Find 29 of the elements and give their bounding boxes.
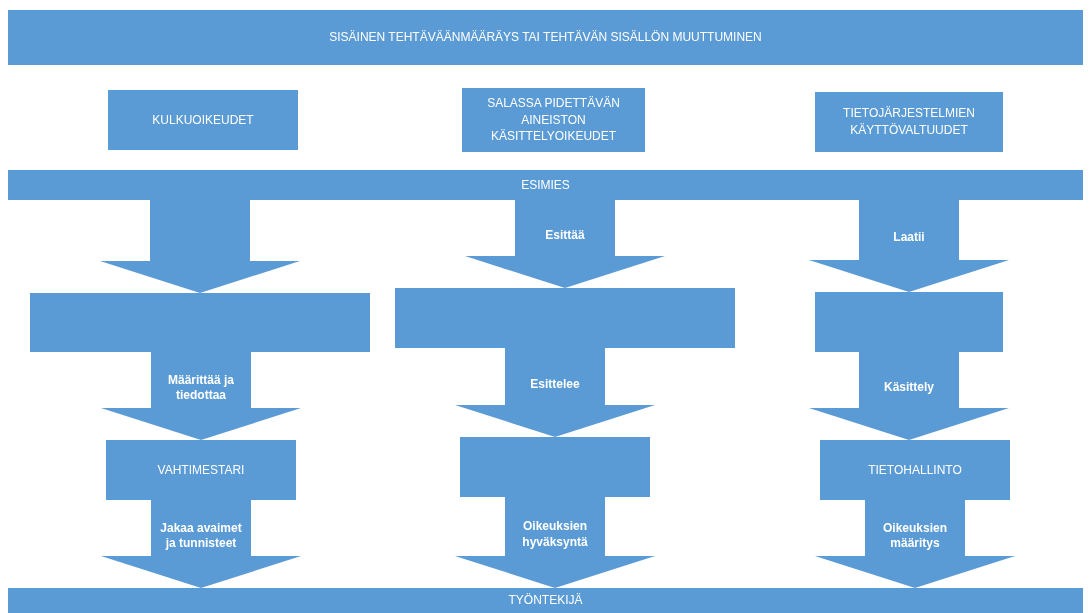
block-arrow (809, 352, 1009, 440)
process-box: SALASSA PIDETTÄVÄN AINEISTON KÄSITTELYOIKEUDET (462, 88, 645, 152)
edge-label: Käsittely (883, 380, 935, 396)
edge-label: Esittelee (529, 376, 581, 393)
process-box (30, 293, 370, 352)
edge-label: Jakaa avaimet ja tunnisteet (159, 520, 243, 552)
banner-box: SISÄINEN TEHTÄVÄÄNMÄÄRÄYS TAI TEHTÄVÄN SISÄLLÖN MUUTTUMINEN (8, 10, 1083, 65)
block-arrow (101, 500, 301, 588)
banner-box: TYÖNTEKIJÄ (8, 588, 1083, 613)
block-arrow (465, 200, 665, 288)
block-arrow (101, 352, 301, 440)
block-arrow (100, 200, 300, 293)
process-box: TIETOHALLINTO (820, 440, 1010, 500)
block-arrow (809, 200, 1009, 292)
edge-label: Oikeuksien määritys (882, 520, 948, 552)
process-box (815, 292, 1003, 352)
edge-label: Oikeuksien hyväksyntä (521, 519, 589, 551)
banner-box: ESIMIES (8, 170, 1083, 200)
process-box: KULKUOIKEUDET (108, 90, 298, 150)
process-box (395, 288, 735, 348)
edge-label: Määrittää ja tiedottaa (167, 372, 235, 404)
block-arrow (815, 500, 1015, 588)
block-arrow (455, 497, 655, 588)
process-box: TIETOJÄRJESTELMIEN KÄYTTÖVALTUUDET (815, 92, 1003, 152)
block-arrow (455, 348, 655, 437)
edge-label: Laatii (892, 230, 926, 246)
process-box: VAHTIMESTARI (106, 440, 296, 500)
process-box (460, 437, 650, 497)
edge-label: Esittää (544, 228, 586, 244)
